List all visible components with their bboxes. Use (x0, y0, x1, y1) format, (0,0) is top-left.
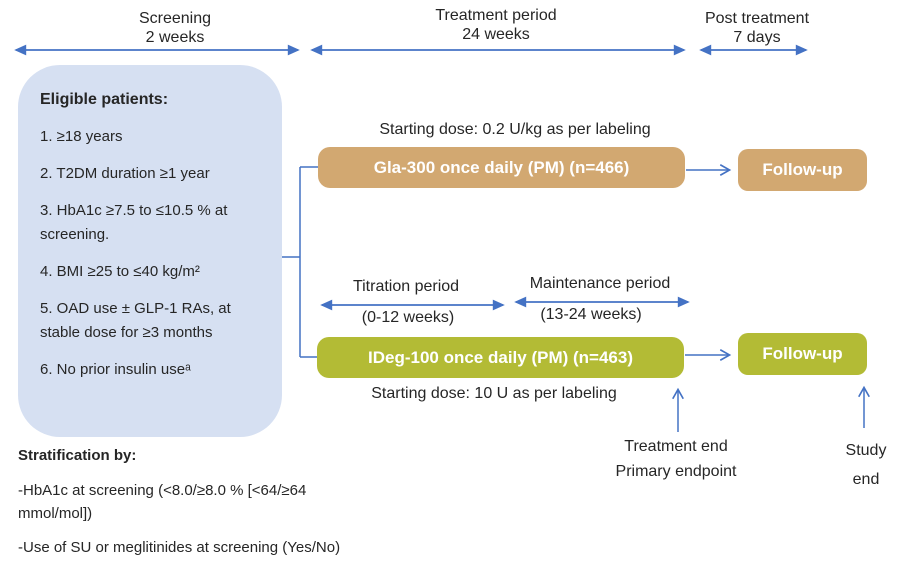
eligible-patients-panel: Eligible patients: 1. ≥18 years 2. T2DM … (18, 65, 282, 437)
eligibility-item-hba1c: 3. HbA1c ≥7.5 to ≤10.5 % at screening. (40, 202, 228, 243)
study-end-text-line2: end (852, 471, 880, 488)
eligibility-item-no-prior-insulin: 6. No prior insulin useᵃ (40, 361, 191, 378)
post-treatment-label: Post treatment (704, 10, 810, 27)
randomization-branch-connector (273, 166, 318, 358)
gla300-starting-dose-note: Starting dose: 0.2 U/kg as per labeling (379, 121, 651, 138)
study-end-annotation: Study end (846, 436, 887, 494)
titration-period-range: (0-12 weeks) (361, 309, 455, 326)
eligibility-item-bmi: 4. BMI ≥25 to ≤40 kg/m² (40, 263, 200, 280)
gla300-arm-box: Gla-300 once daily (PM) (n=466) (318, 147, 685, 188)
stratification-section: Stratification by: -HbA1c at screening (… (18, 447, 348, 570)
post-treatment-duration: 7 days (733, 29, 781, 46)
primary-endpoint-text: Primary endpoint (615, 463, 737, 480)
treatment-end-text: Treatment end (624, 438, 728, 455)
timeline-post-treatment-label: Post treatment 7 days (705, 9, 809, 47)
gla300-followup-box: Follow-up (738, 149, 867, 191)
timeline-screening-label: Screening 2 weeks (139, 9, 211, 47)
ideg100-followup-box: Follow-up (738, 333, 867, 375)
ideg100-starting-dose-note: Starting dose: 10 U as per labeling (371, 385, 617, 402)
timeline-treatment-label: Treatment period 24 weeks (435, 6, 556, 44)
titration-period-label: Titration period (352, 278, 460, 295)
stratification-item-hba1c: -HbA1c at screening (<8.0/≥8.0 % [<64/≥6… (18, 482, 307, 522)
treatment-end-annotation: Treatment end Primary endpoint (616, 434, 737, 484)
stratification-item-su-meglitinides: -Use of SU or meglitinides at screening … (18, 539, 341, 556)
maintenance-period-range: (13-24 weeks) (540, 306, 642, 323)
eligibility-item-oad-use: 5. OAD use ± GLP-1 RAs, at stable dose f… (40, 300, 231, 341)
eligibility-item-age: 1. ≥18 years (40, 128, 123, 145)
treatment-label: Treatment period (435, 7, 557, 24)
screening-label: Screening (138, 10, 212, 27)
eligibility-item-t2dm-duration: 2. T2DM duration ≥1 year (40, 165, 210, 182)
treatment-duration: 24 weeks (462, 26, 530, 43)
maintenance-period-label: Maintenance period (529, 275, 671, 292)
ideg100-arm-box: IDeg-100 once daily (PM) (n=463) (317, 337, 684, 378)
eligible-patients-title: Eligible patients: (40, 91, 169, 108)
stratification-title: Stratification by: (18, 447, 137, 464)
study-end-text-line1: Study (845, 442, 887, 459)
screening-duration: 2 weeks (145, 29, 205, 46)
